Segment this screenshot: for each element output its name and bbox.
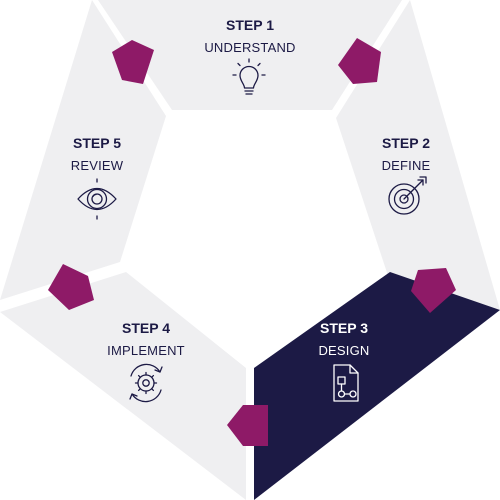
step-5-label: REVIEW (71, 158, 124, 173)
step-2: STEP 2 DEFINE (382, 135, 431, 215)
connector-arrow-3-to-4 (227, 405, 268, 446)
eye-icon (77, 178, 117, 220)
step-3-title: STEP 3 (320, 320, 368, 336)
step-4-title: STEP 4 (122, 320, 170, 336)
connector-arrow-1-to-2 (338, 38, 381, 84)
step-2-title: STEP 2 (382, 135, 430, 151)
step-3-segment[interactable] (254, 272, 500, 500)
step-4-label: IMPLEMENT (107, 343, 185, 358)
step-1-title: STEP 1 (226, 17, 274, 33)
step-4: STEP 4 IMPLEMENT (107, 320, 185, 403)
step-1: STEP 1 UNDERSTAND (204, 17, 295, 95)
step-5-title: STEP 5 (73, 135, 121, 151)
step-3-label: DESIGN (318, 343, 369, 358)
connector-arrow-2-to-3 (411, 268, 456, 313)
gear-cycle-icon (129, 363, 163, 403)
step-5: STEP 5 REVIEW (71, 135, 124, 220)
step-3: STEP 3 DESIGN (318, 320, 369, 402)
connector-arrow-4-to-5 (48, 264, 94, 310)
connector-arrow-5-to-1 (112, 40, 154, 84)
design-document-icon (333, 364, 359, 402)
lightbulb-icon (232, 58, 266, 95)
step-1-segment[interactable] (98, 0, 402, 110)
step-2-label: DEFINE (382, 158, 431, 173)
target-icon (388, 176, 427, 215)
step-1-label: UNDERSTAND (204, 40, 295, 55)
step-4-segment[interactable] (0, 272, 246, 500)
